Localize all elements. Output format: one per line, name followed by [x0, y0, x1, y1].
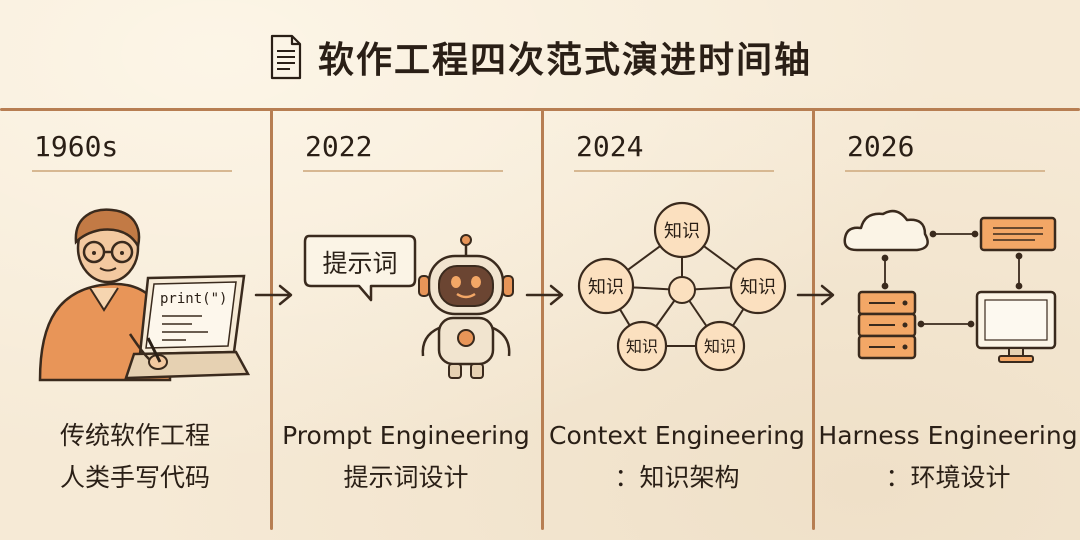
stage-caption-line1: Harness Engineering	[818, 421, 1078, 450]
year-underline	[303, 170, 503, 172]
screen-code: print(")	[160, 291, 227, 307]
year-underline	[32, 170, 232, 172]
graph-node-label: 知识	[588, 277, 624, 298]
arrow-right-icon	[254, 284, 293, 306]
bubble-text: 提示词	[322, 249, 398, 278]
stage-2022: 2022 提示词 Prompt Engineering 提示词设计	[271, 110, 541, 540]
stage-caption-line2: ：环境设计	[885, 463, 1011, 492]
graph-node-label: 知识	[740, 277, 776, 298]
stage-year: 2026	[847, 130, 915, 163]
robot-icon	[418, 234, 514, 379]
graph-node-label: 知识	[704, 337, 736, 356]
year-underline	[845, 170, 1045, 172]
stage-1960s: 1960s print(") 传统软作工程 人类手写代码	[0, 110, 270, 540]
column-divider	[541, 110, 544, 530]
stage-year: 1960s	[34, 130, 119, 163]
environment-illustration	[843, 209, 1057, 363]
speech-bubble	[303, 234, 417, 302]
stage-caption-line1: Context Engineering	[549, 421, 805, 450]
stage-caption-line2: ：知识架构	[614, 463, 740, 492]
programmer-illustration: print(")	[38, 208, 251, 382]
monitor-icon	[975, 290, 1057, 363]
stage-year: 2024	[576, 130, 644, 163]
cloud-icon	[843, 209, 929, 252]
stage-caption-line2: 人类手写代码	[59, 463, 210, 492]
stage-caption-line1: Prompt Engineering	[282, 421, 530, 450]
stage-2026: 2026	[813, 110, 1080, 540]
graph-node-label: 知识	[626, 337, 658, 356]
knowledge-graph: 知识 知识 知识 知识 知识	[577, 201, 787, 372]
server-icon	[857, 290, 917, 360]
page-title: 软作工程四次范式演进时间轴	[317, 40, 812, 81]
column-divider	[812, 110, 815, 530]
arrow-right-icon	[796, 284, 835, 306]
header: 软作工程四次范式演进时间轴	[0, 22, 1080, 92]
document-icon	[270, 34, 302, 80]
year-underline	[574, 170, 774, 172]
timeline-axis	[0, 108, 1080, 111]
arrow-right-icon	[525, 284, 564, 306]
stage-caption-line2: 提示词设计	[343, 463, 469, 492]
stage-caption-line1: 传统软作工程	[59, 421, 210, 450]
stage-year: 2022	[305, 130, 373, 163]
graph-node-label: 知识	[664, 221, 700, 242]
stage-2024: 2024 知识 知识 知识 知识 知识	[542, 110, 812, 540]
column-divider	[270, 110, 273, 530]
